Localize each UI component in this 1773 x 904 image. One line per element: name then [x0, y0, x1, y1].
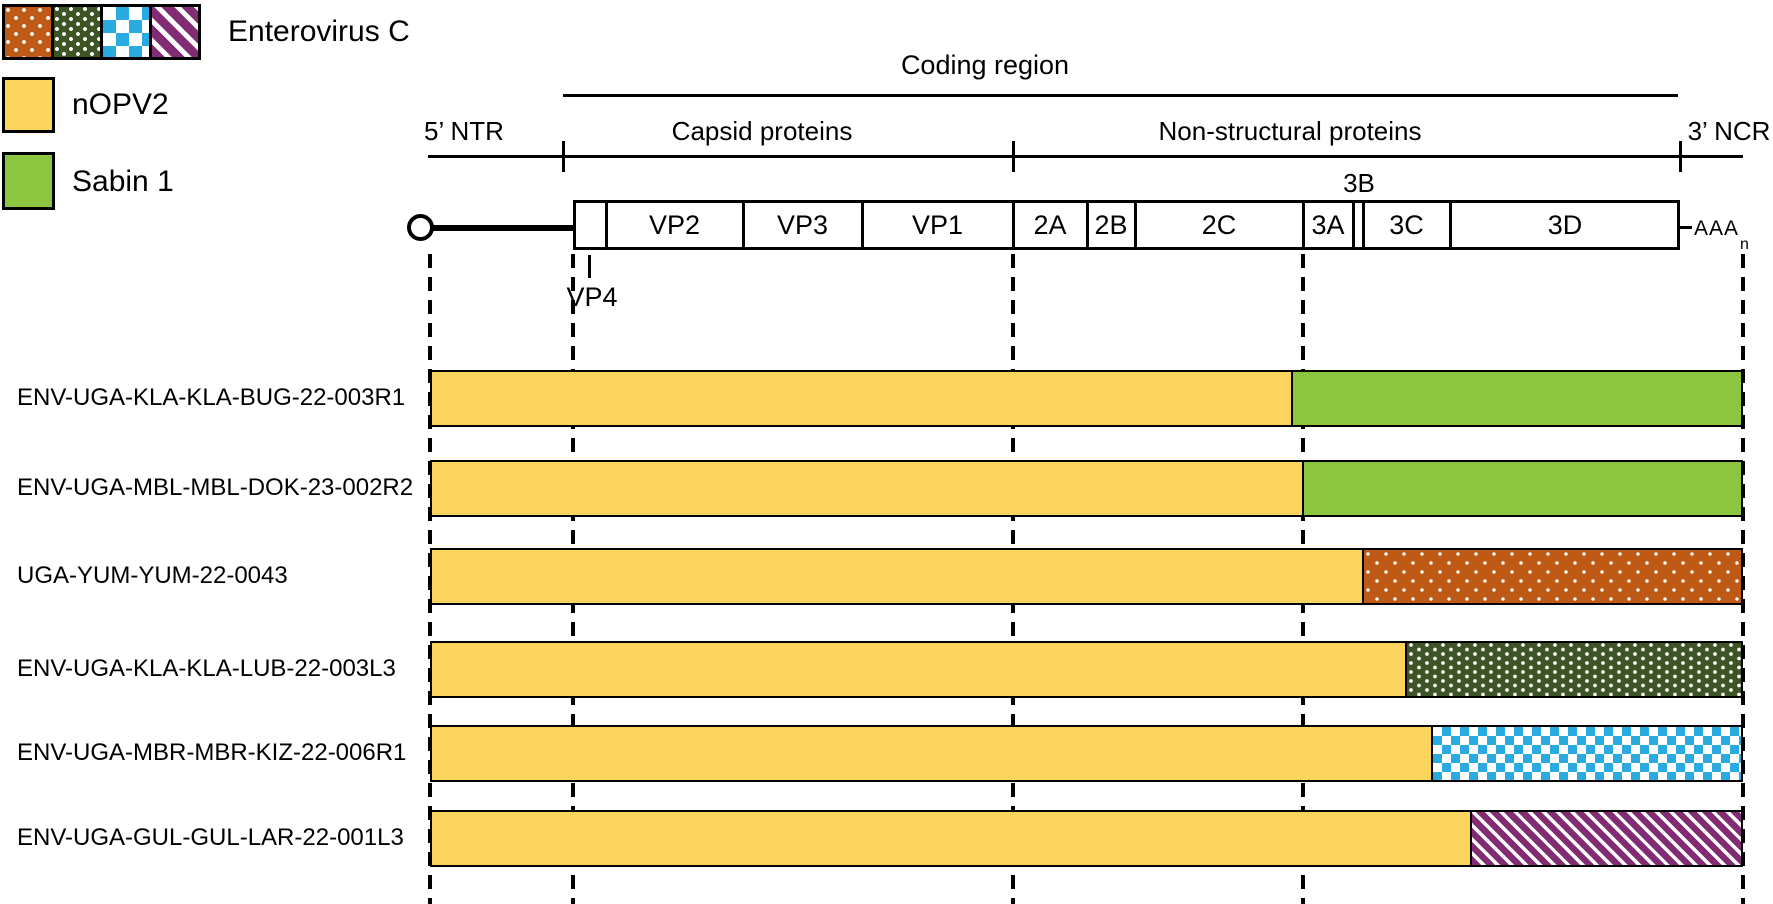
- genome-segment-divider: [605, 203, 608, 247]
- sample-bar: [430, 548, 1743, 605]
- sample-bar: [430, 641, 1743, 698]
- sample-label: UGA-YUM-YUM-22-0043: [17, 562, 288, 589]
- genome-segment-3d: 3D: [1547, 209, 1583, 240]
- genome-segment-divider: [1302, 203, 1305, 247]
- bar-segment-enterovirus-c: [1431, 727, 1741, 780]
- bar-segment-nopv2: [432, 462, 1302, 515]
- bar-segment-enterovirus-c: [1470, 812, 1741, 865]
- region-bracket-line: [428, 155, 1743, 158]
- nopv2-color-swatch: [2, 77, 55, 133]
- sample-label: ENV-UGA-MBR-MBR-KIZ-22-006R1: [17, 739, 407, 766]
- genome-segment-divider: [742, 203, 745, 247]
- bracket-tick-nonstructural-start: [1012, 141, 1015, 172]
- region-label-5ntr: 5’ NTR: [424, 116, 504, 146]
- vp4-tick: [588, 255, 591, 278]
- label-3b: 3B: [1343, 168, 1375, 198]
- genome-segment-divider: [1086, 203, 1089, 247]
- bar-segment-sabin-1: [1291, 372, 1741, 425]
- sample-label: ENV-UGA-KLA-KLA-BUG-22-003R1: [17, 384, 406, 411]
- genome-segment-vp3: VP3: [776, 209, 829, 240]
- genome-segment-2a: 2A: [1033, 209, 1067, 240]
- bar-segment-enterovirus-c: [1362, 550, 1741, 603]
- genome-5prime-circle-icon: [407, 214, 434, 241]
- sample-bar: [430, 810, 1743, 867]
- genome-segment-2c: 2C: [1201, 209, 1237, 240]
- region-label-nonstructural: Non-structural proteins: [1158, 116, 1422, 146]
- polya-subscript: n: [1740, 236, 1749, 253]
- sample-label: ENV-UGA-GUL-GUL-LAR-22-001L3: [17, 824, 404, 851]
- legend-label-nopv2: nOPV2: [72, 88, 169, 121]
- bar-segment-nopv2: [432, 812, 1470, 865]
- genome-segment-3c: 3C: [1389, 209, 1424, 240]
- genome-segment-2b: 2B: [1094, 209, 1128, 240]
- legend-label-sabin1: Sabin 1: [72, 165, 174, 198]
- region-label-capsid: Capsid proteins: [671, 116, 853, 146]
- genome-box: VP2 VP3 VP1 2A 2B 2C 3A 3C 3D: [573, 200, 1680, 250]
- genome-segment-divider: [1134, 203, 1137, 247]
- bracket-tick-3ncr-start: [1679, 141, 1682, 172]
- bar-segment-enterovirus-c: [1405, 643, 1741, 696]
- genome-segment-divider: [1352, 203, 1355, 247]
- sample-bar: [430, 460, 1743, 517]
- blue-checker-pattern-swatch: [100, 4, 152, 60]
- purple-stripe-pattern-swatch: [149, 4, 201, 60]
- bar-segment-nopv2: [432, 372, 1291, 425]
- genome-segment-divider: [1362, 203, 1365, 247]
- genome-5prime-ntr-line: [430, 225, 575, 231]
- orange-dot-pattern-swatch: [2, 4, 54, 60]
- dashed-guideline: [1741, 254, 1745, 904]
- genome-segment-divider: [861, 203, 864, 247]
- legend-enterovirus-swatch-strip: [2, 4, 201, 60]
- darkgreen-dot-pattern-swatch: [51, 4, 103, 60]
- genome-segment-3a: 3A: [1311, 209, 1345, 240]
- genome-segment-vp2: VP2: [648, 209, 701, 240]
- bar-segment-sabin-1: [1302, 462, 1741, 515]
- sample-label: ENV-UGA-KLA-KLA-LUB-22-003L3: [17, 655, 396, 682]
- genome-segment-divider: [1012, 203, 1015, 247]
- coding-region-label: Coding region: [900, 50, 1070, 80]
- polya-label: AAA: [1694, 217, 1740, 240]
- polya-tick: [1679, 226, 1692, 229]
- region-label-3ncr: 3’ NCR: [1687, 116, 1771, 146]
- bar-segment-nopv2: [432, 727, 1431, 780]
- bar-segment-nopv2: [432, 550, 1362, 603]
- genome-segment-vp1: VP1: [911, 209, 964, 240]
- sabin1-color-swatch: [2, 152, 55, 210]
- sample-bar: [430, 725, 1743, 782]
- genome-segment-divider: [1449, 203, 1452, 247]
- bar-segment-nopv2: [432, 643, 1405, 696]
- sample-label: ENV-UGA-MBL-MBL-DOK-23-002R2: [17, 474, 414, 501]
- sample-bar: [430, 370, 1743, 427]
- bracket-tick-capsid-start: [562, 141, 565, 172]
- legend-label-enterovirus-c: Enterovirus C: [228, 15, 410, 48]
- coding-region-line: [563, 94, 1678, 97]
